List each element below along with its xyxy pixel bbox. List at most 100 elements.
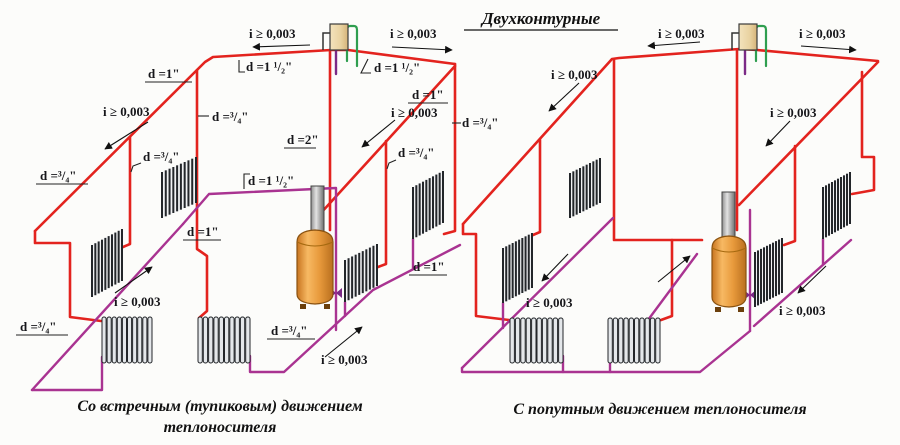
boiler — [711, 191, 747, 312]
radiator-iso — [412, 171, 444, 239]
flow-arrow-icon — [252, 42, 311, 51]
label-bracket — [238, 60, 245, 73]
pipe-return-bottom — [460, 329, 752, 374]
pipe-return-bottom — [30, 355, 104, 392]
flow-arrow-icon — [657, 255, 691, 283]
pipe-boiler-diagonal — [318, 64, 457, 216]
boiler-foot — [324, 304, 330, 309]
label-bracket — [360, 58, 371, 74]
radiator-front — [197, 316, 251, 364]
label-diameter: d =³/₄" — [143, 149, 180, 164]
pipe-supply-riser — [612, 58, 704, 242]
boiler-body — [711, 235, 747, 308]
flow-arrow-icon — [104, 121, 149, 150]
radiator-iso — [569, 158, 601, 218]
pipe-supply-main — [33, 48, 457, 233]
label-diameter: d =1" — [187, 224, 219, 239]
label-diameter: d =³/₄" — [40, 168, 77, 183]
boiler-foot — [300, 304, 306, 309]
left-scheme-labels: i ≥ 0,003 i ≥ 0,003 d =1" d =1 ¹/₂" d =1… — [16, 26, 499, 367]
radiator-front — [509, 317, 564, 364]
pipe-supply-main — [461, 47, 880, 226]
label-slope: i ≥ 0,003 — [770, 105, 817, 120]
boiler-rim — [296, 241, 334, 247]
label-bracket — [130, 162, 142, 173]
pipe-boiler-diagonal — [737, 60, 880, 207]
label-diameter: d =³/₄" — [398, 145, 435, 160]
pipe-supply-riser — [442, 62, 457, 236]
label-bracket — [243, 173, 250, 189]
label-diameter: d =1" — [412, 87, 444, 102]
label-diameter: d =³/₄" — [212, 109, 249, 124]
label-diameter: d =1 ¹/₂" — [374, 60, 420, 75]
pipe-supply-drop-left — [33, 229, 103, 323]
flow-arrow-icon — [541, 253, 569, 282]
pipe-return-diagonal — [752, 238, 853, 328]
right-return-pipes — [460, 48, 853, 374]
diagram-title: Двухконтурные — [480, 9, 601, 28]
label-diameter: d =1 ¹/₂" — [246, 59, 292, 74]
label-diameter: d =³/₄" — [271, 323, 308, 338]
pipe-supply-drop-left — [461, 222, 511, 322]
radiator-front — [607, 317, 661, 364]
tank-connector-pipe — [731, 32, 739, 50]
expansion-tank — [731, 23, 768, 68]
label-slope: i ≥ 0,003 — [390, 26, 437, 41]
pipe-supply-branch — [659, 238, 674, 322]
boiler-foot — [738, 307, 744, 312]
flow-arrow-icon — [324, 326, 363, 358]
flow-arrow-icon — [361, 119, 396, 148]
label-slope: i ≥ 0,003 — [779, 303, 826, 318]
caption-left-scheme: теплоносителя — [164, 419, 277, 436]
label-slope: i ≥ 0,003 — [526, 295, 573, 310]
label-slope: i ≥ 0,003 — [658, 26, 705, 41]
label-slope: i ≥ 0,003 — [551, 67, 598, 82]
flow-arrow-icon — [548, 82, 580, 112]
pipe-supply-riser — [782, 144, 797, 247]
pipe-supply-riser — [195, 68, 209, 320]
flow-arrow-icon — [765, 120, 791, 147]
label-diameter: d =³/₄" — [20, 319, 57, 334]
flow-arrow-icon — [391, 45, 453, 54]
label-diameter: d =³/₄" — [462, 115, 499, 130]
flow-arrow-icon — [797, 265, 827, 294]
flow-arrow-icon — [800, 45, 857, 54]
radiator-iso — [502, 233, 533, 303]
label-slope: i ≥ 0,003 — [799, 26, 846, 41]
pipe-supply-riser — [850, 70, 876, 196]
label-diameter: d =2" — [287, 132, 319, 147]
left-supply-pipes — [33, 48, 457, 323]
pipe-return-diagonal — [30, 222, 185, 392]
label-slope: i ≥ 0,003 — [321, 352, 368, 367]
expansion-tank — [322, 23, 359, 68]
pipe-supply-riser — [531, 138, 542, 237]
radiator-iso — [91, 229, 123, 297]
label-diameter: d =1 ¹/₂" — [248, 173, 294, 188]
label-slope: i ≥ 0,003 — [391, 105, 438, 120]
label-slope: i ≥ 0,003 — [249, 26, 296, 41]
chimney-icon — [310, 185, 325, 235]
boiler-rim — [711, 247, 747, 253]
tank-connector-pipe — [322, 32, 330, 50]
tank-body — [329, 23, 349, 51]
label-diameter: d =1" — [413, 259, 445, 274]
chimney-icon — [721, 191, 736, 241]
valve-icon — [744, 290, 756, 300]
caption-right-scheme: С попутным движением теплоносителя — [513, 401, 806, 418]
right-scheme-labels: i ≥ 0,003 i ≥ 0,003 i ≥ 0,003 i ≥ 0,003 … — [526, 26, 846, 318]
boiler-foot — [715, 307, 721, 312]
label-slope: i ≥ 0,003 — [114, 294, 161, 309]
boiler-body — [296, 229, 334, 305]
pipe-return-bottom — [248, 243, 462, 374]
pipe-return-main — [181, 186, 338, 332]
radiator-iso — [754, 238, 783, 307]
left-return-pipes — [30, 48, 462, 392]
radiator-iso — [161, 157, 197, 218]
label-slope: i ≥ 0,003 — [103, 104, 150, 119]
pipe-supply-riser — [121, 135, 132, 249]
label-bracket — [386, 159, 397, 170]
boiler — [296, 185, 334, 309]
pipe-return-diagonal — [646, 252, 699, 322]
